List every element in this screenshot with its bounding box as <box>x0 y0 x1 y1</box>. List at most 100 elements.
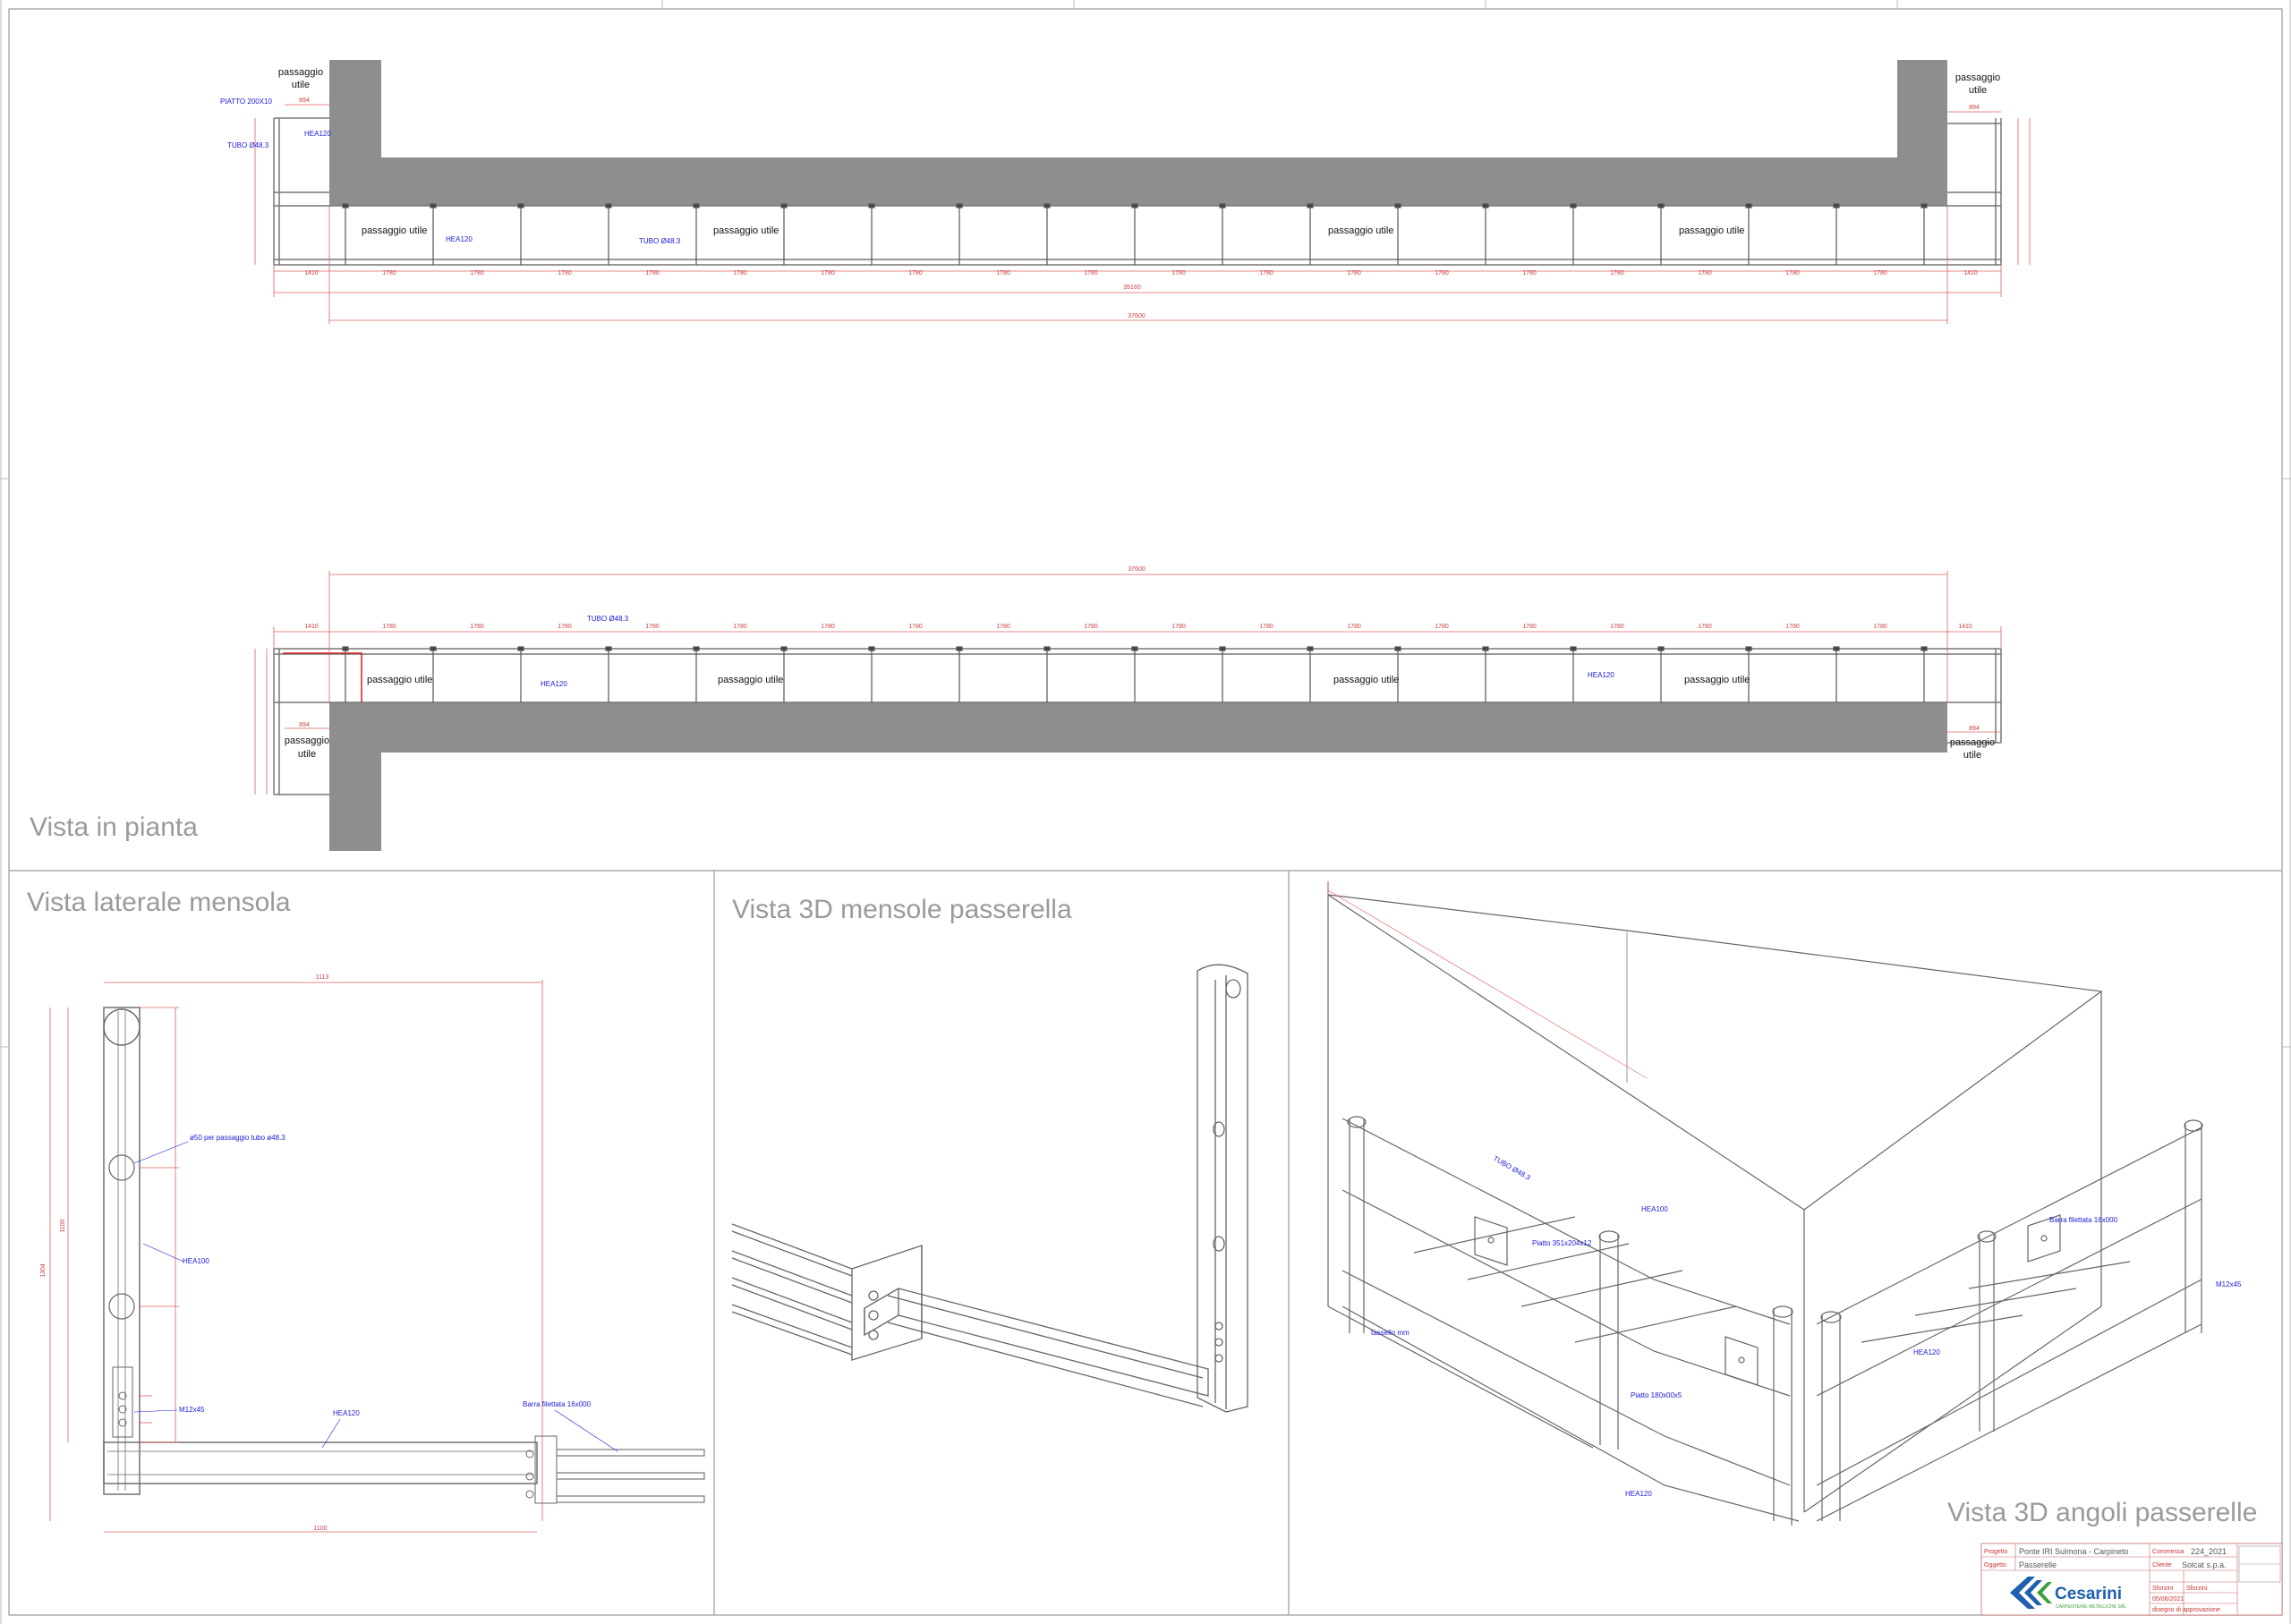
post-head <box>1307 646 1314 651</box>
dim-894-left-lower: 894 <box>299 722 310 728</box>
tb-desc: disegno di approvazione <box>2152 1607 2220 1613</box>
dim-bay-label: 1780 <box>1084 624 1098 630</box>
post-head <box>780 646 788 651</box>
passage-bl-1: passaggio <box>285 735 329 746</box>
tb-drawn: Sforzini <box>2152 1586 2174 1592</box>
post-head <box>1043 203 1051 208</box>
post-head <box>1833 646 1840 651</box>
post-head <box>956 203 963 208</box>
title-block: Progetto Oggetto Ponte IRI Sulmona - Car… <box>1980 1543 2283 1616</box>
tb-project: Ponte IRI Sulmona - Carpineto <box>2019 1547 2129 1556</box>
passage-u3: passaggio utile <box>1328 225 1393 236</box>
dim-bay-label: 1780 <box>558 624 572 630</box>
post-head <box>1482 203 1489 208</box>
dim-bay-label: 1780 <box>1610 270 1624 276</box>
logo-subtext: CARPENTERIE METALLICHE SRL <box>2056 1604 2126 1610</box>
callout-hea120: HEA120 <box>333 1409 360 1417</box>
post-head <box>1219 203 1226 208</box>
dim-end-right-upper: 1410 <box>1963 270 1978 276</box>
dim-bay-label: 1780 <box>908 624 923 630</box>
dim-bay-label: 1780 <box>1785 270 1800 276</box>
dim-end-left-upper: 1410 <box>304 270 319 276</box>
bracket-3d-view: Vista 3D mensole passerella <box>731 895 1248 1413</box>
callout-tubo-mid: TUBO Ø48.3 <box>639 237 681 245</box>
post-head <box>1131 646 1138 651</box>
dim-end-right-lower: 1410 <box>1958 624 1972 630</box>
callout-corner-hea120b: HEA120 <box>1625 1490 1652 1498</box>
callout-tubo-left: TUBO Ø48.3 <box>227 141 269 149</box>
logo-text: Cesarini <box>2055 1585 2122 1603</box>
callout-corner-piatto2: Piatto 180x00x5 <box>1631 1391 1682 1399</box>
tb-client: Solcat s.p.a. <box>2182 1560 2227 1569</box>
dim-bay-label: 1780 <box>382 624 396 630</box>
dim-bay-label: 1780 <box>1435 270 1449 276</box>
title-bracket3d: Vista 3D mensole passerella <box>732 895 1072 924</box>
tb-label-cliente: Cliente <box>2152 1562 2172 1569</box>
dim-bay-label: 1780 <box>821 624 835 630</box>
passage-tr-2: utile <box>1969 85 1987 96</box>
dim-894-left-upper: 894 <box>299 98 310 104</box>
dim-894-right-upper: 894 <box>1969 105 1980 111</box>
callout-hea-mid: HEA120 <box>446 235 473 243</box>
dim-bay-label: 1780 <box>1873 270 1887 276</box>
dim-bay-label: 1780 <box>1522 270 1537 276</box>
tb-label-oggetto: Oggetto <box>1984 1562 2006 1569</box>
dim-bay-label: 1780 <box>382 270 396 276</box>
dim-side-bottom: 1100 <box>313 1526 327 1532</box>
post-head <box>342 646 349 651</box>
dim-total-lower: 37600 <box>1128 566 1146 573</box>
post-head <box>1570 203 1577 208</box>
post-head <box>1482 646 1489 651</box>
tb-date: 05/06/2021 <box>2152 1596 2184 1603</box>
tb-checked: Sforzini <box>2186 1586 2208 1592</box>
dim-bay-label: 1780 <box>733 270 747 276</box>
callout-hea-l2: HEA120 <box>1588 671 1614 679</box>
sheet-border <box>8 8 2283 1616</box>
title-corner3d: Vista 3D angoli passerelle <box>1947 1498 2257 1527</box>
post-head <box>1921 203 1928 208</box>
side-view: Vista laterale mensola <box>27 888 705 1533</box>
post-head <box>517 646 524 651</box>
dim-bay-label: 1780 <box>1522 624 1537 630</box>
post-head <box>1307 203 1314 208</box>
post-head <box>605 203 612 208</box>
dim-bay-label: 1780 <box>1610 624 1624 630</box>
post-head <box>1745 203 1752 208</box>
passage-br-1: passaggio <box>1950 737 1995 748</box>
callout-corner-tassello: tassello mm <box>1371 1329 1410 1337</box>
post-head <box>693 646 700 651</box>
passage-l3: passaggio utile <box>1333 675 1399 685</box>
dim-bay-label: 1780 <box>1171 270 1186 276</box>
dim-side-top: 1113 <box>316 974 329 981</box>
tb-code: 224_2021 <box>2191 1547 2227 1556</box>
post-head <box>430 203 437 208</box>
post-head <box>1657 646 1665 651</box>
dim-bay-label: 1780 <box>470 624 484 630</box>
corner-3d-view: Vista 3D angoli passerelle <box>1327 881 2257 1527</box>
dim-bay-label: 1780 <box>1347 624 1361 630</box>
callout-hole: ø50 per passaggio tubo ø48.3 <box>190 1134 285 1142</box>
post-head <box>868 203 875 208</box>
dim-bay-label: 1780 <box>1698 270 1712 276</box>
wall-upper <box>329 60 1947 206</box>
post-head <box>956 646 963 651</box>
dim-bay-label: 1780 <box>1259 624 1273 630</box>
passage-l2: passaggio utile <box>718 675 783 685</box>
callout-tubo-top: TUBO Ø48.3 <box>587 615 629 623</box>
passage-u4: passaggio utile <box>1679 225 1744 236</box>
title-side: Vista laterale mensola <box>27 888 291 917</box>
cesarini-logo: Cesarini CARPENTERIE METALLICHE SRL <box>2010 1577 2126 1610</box>
callout-hea100: HEA100 <box>183 1257 209 1265</box>
dim-side-1100: 1100 <box>60 1219 66 1232</box>
dim-bay-label: 1780 <box>996 624 1010 630</box>
post-head <box>1921 646 1928 651</box>
post-head <box>1131 203 1138 208</box>
dim-bay-label: 1780 <box>1873 624 1887 630</box>
callout-corner-bolt: M12x45 <box>2216 1280 2242 1288</box>
tb-label-commessa: Commessa <box>2152 1549 2185 1555</box>
dim-bay-label: 1780 <box>645 624 660 630</box>
callout-corner-barra: Barra filettata 16x000 <box>2049 1216 2118 1224</box>
